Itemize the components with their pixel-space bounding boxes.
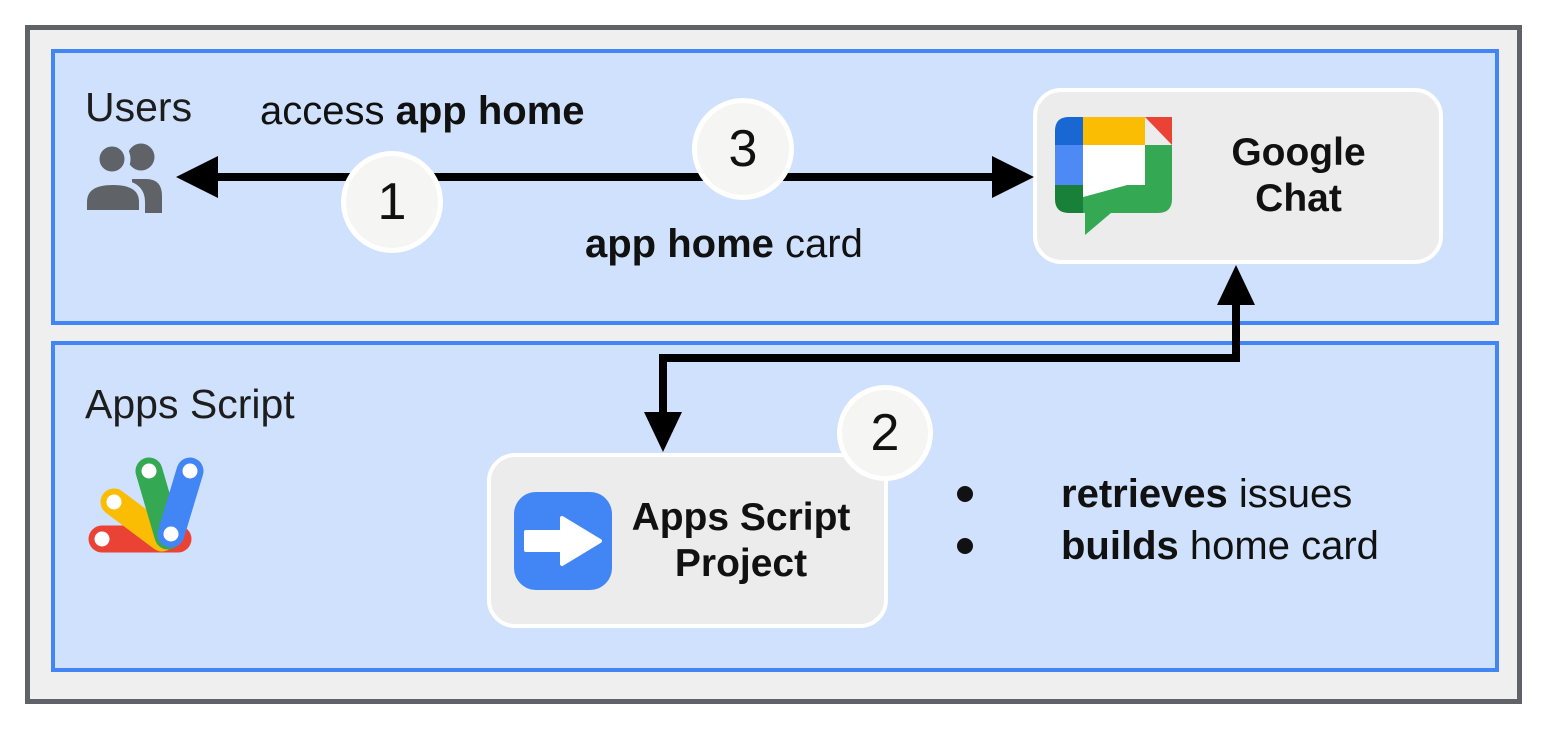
node-google-chat-line1: Google: [1231, 131, 1366, 174]
lane-users-label: Users: [85, 84, 193, 130]
step-badge-1: 1: [341, 151, 443, 253]
lane-apps-script-label: Apps Script: [85, 381, 295, 427]
edge-label-app-home-card: app home card: [585, 221, 863, 267]
apps-script-project-icon: [514, 491, 612, 590]
bullet-builds-bold: builds: [1061, 523, 1179, 568]
bullet-dot: [957, 486, 973, 502]
node-google-chat: Google Chat: [1033, 88, 1443, 264]
apps-script-logo: [88, 457, 204, 553]
edge-label-card: card: [773, 222, 863, 266]
edge-label-access-app-home: access app home: [260, 88, 585, 134]
edge-label-app-home: app home: [395, 89, 585, 133]
edge-label-app-home-2: app home: [585, 222, 774, 266]
bullet-dot: [957, 538, 973, 554]
bullet-item-builds: builds home card: [957, 520, 1379, 572]
google-chat-logo: [1055, 117, 1172, 235]
node-google-chat-label: Google Chat: [1172, 130, 1439, 222]
node-google-chat-line2: Chat: [1255, 177, 1342, 220]
project-bullet-list: retrieves issues builds home card: [957, 468, 1379, 572]
node-apps-script-project: Apps Script Project: [487, 453, 888, 628]
edge-label-access: access: [260, 89, 396, 133]
node-apps-script-project-line1: Apps Script: [631, 495, 851, 539]
bullet-builds-rest: home card: [1178, 523, 1379, 568]
step-2-number: 2: [870, 404, 900, 462]
right-arrow-icon: [524, 515, 602, 566]
users-icon: [82, 141, 162, 213]
step-badge-3: 3: [692, 98, 794, 200]
node-apps-script-project-line2: Project: [674, 541, 808, 585]
bullet-item-retrieves: retrieves issues: [957, 468, 1379, 520]
step-1-number: 1: [377, 173, 407, 231]
node-apps-script-project-label: Apps Script Project: [612, 495, 884, 587]
bullet-retrieves-bold: retrieves: [1061, 471, 1228, 516]
step-badge-2: 2: [837, 385, 933, 481]
bullet-retrieves-rest: issues: [1227, 471, 1353, 516]
step-3-number: 3: [728, 120, 758, 178]
